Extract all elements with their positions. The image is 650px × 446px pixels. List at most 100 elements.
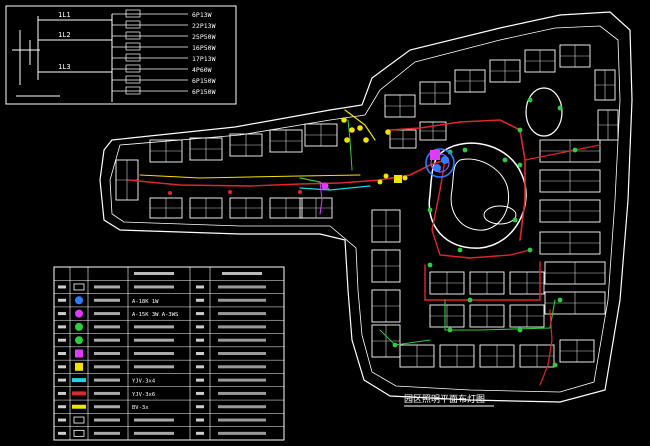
lighting-circuits <box>127 109 601 386</box>
light-fixture <box>457 247 463 253</box>
circuit-run <box>431 159 531 259</box>
breaker-symbol <box>125 53 141 62</box>
legend-row-number <box>58 378 66 382</box>
legend-name <box>94 391 120 395</box>
circuit-run <box>389 119 526 241</box>
breaker-symbol <box>125 64 141 73</box>
light-fixture <box>392 342 398 348</box>
light-fixture <box>168 191 172 195</box>
distribution-box <box>394 175 402 183</box>
legend-symbol <box>72 378 86 383</box>
legend-quantity <box>196 285 204 289</box>
light-fixture <box>433 164 441 172</box>
light-fixture <box>557 297 563 303</box>
light-fixture <box>349 127 355 133</box>
feeder-label: 1L2 <box>58 31 71 39</box>
circuit-run <box>344 109 376 141</box>
light-fixture <box>572 147 578 153</box>
legend-note <box>218 338 266 342</box>
light-fixture <box>228 190 232 194</box>
legend-symbol <box>75 322 83 331</box>
legend-header-text <box>134 272 174 275</box>
light-fixture <box>447 149 453 155</box>
breaker-rating: 6P150W <box>192 77 216 85</box>
legend-row-number <box>58 365 66 369</box>
breaker-rating: 25P50W <box>192 33 216 41</box>
light-fixture <box>298 190 302 194</box>
light-fixture <box>341 117 347 123</box>
breaker-rating: 22P13W <box>192 22 216 30</box>
light-fixture <box>441 156 449 164</box>
legend-description: A-18K 1W <box>132 299 159 305</box>
legend-name <box>94 418 120 422</box>
legend-description: BV-3x <box>132 405 149 411</box>
light-fixture <box>447 327 453 333</box>
legend-description: YJV-3x4 <box>132 379 156 385</box>
legend-name <box>94 352 120 355</box>
legend-symbol <box>72 391 86 396</box>
light-fixture <box>377 179 383 185</box>
circuit-run <box>139 174 361 179</box>
light-fixture <box>402 175 408 181</box>
circuit-run <box>539 309 553 386</box>
light-fixture <box>357 125 363 131</box>
legend-row-number <box>58 431 66 435</box>
legend-quantity <box>196 431 204 435</box>
legend-description <box>134 431 174 435</box>
legend-description <box>134 418 174 422</box>
legend-note <box>218 431 266 435</box>
legend-symbol <box>73 416 85 424</box>
circuit-run <box>347 119 353 171</box>
light-fixture <box>321 182 329 190</box>
legend-quantity <box>196 391 204 395</box>
buildings <box>115 44 619 368</box>
feeder-label: 1L3 <box>58 63 71 71</box>
site-boundary <box>99 11 633 403</box>
legend-name <box>94 431 120 435</box>
legend-note <box>218 365 266 369</box>
legend-description <box>134 352 174 355</box>
circuit-run <box>127 179 381 187</box>
legend-note <box>218 391 266 395</box>
legend-description: YJV-3x6 <box>132 392 155 398</box>
light-fixture <box>462 147 468 153</box>
legend-name <box>94 378 120 382</box>
legend-header-text <box>222 272 262 275</box>
light-fixture <box>517 327 523 333</box>
breaker-rating: 6P150W <box>192 88 216 96</box>
legend-description <box>134 365 174 369</box>
legend-quantity <box>196 352 204 355</box>
legend-row-number <box>58 391 66 395</box>
light-fixture <box>517 127 523 133</box>
circuit-diagram: 1L1 1L2 1L3 6P13W22P13W25P50W16P50W17P13… <box>5 5 237 105</box>
legend-description: A-15K 3W A-3WS <box>132 312 178 318</box>
legend-name <box>94 298 120 302</box>
legend-quantity <box>196 365 204 369</box>
legend-symbol <box>73 283 85 291</box>
circuit-run <box>424 261 541 301</box>
legend-description <box>134 338 174 342</box>
light-fixtures <box>168 97 578 368</box>
legend-quantity <box>196 312 204 316</box>
legend-quantity <box>196 325 204 329</box>
legend-name <box>94 325 120 329</box>
breaker-rows: 6P13W22P13W25P50W16P50W17P13W4P60W6P150W… <box>112 9 216 96</box>
legend-quantity <box>196 405 204 409</box>
legend-name <box>94 285 120 289</box>
legend-quantity <box>196 298 204 302</box>
legend-name <box>94 365 120 369</box>
legend-row-number <box>58 405 66 409</box>
breaker-rating: 16P50W <box>192 44 216 52</box>
circuit-run <box>444 299 556 331</box>
legend-name <box>94 312 120 316</box>
legend-symbol <box>72 404 86 409</box>
legend-description <box>134 325 174 329</box>
legend-note <box>218 352 266 355</box>
legend-note <box>218 285 266 289</box>
central-garden <box>428 87 563 249</box>
legend-name <box>94 405 120 409</box>
plan-title: 园区照明平面布灯图 <box>404 393 485 405</box>
legend-symbol <box>75 349 83 358</box>
light-fixture <box>527 97 533 103</box>
legend-symbol <box>75 296 83 305</box>
